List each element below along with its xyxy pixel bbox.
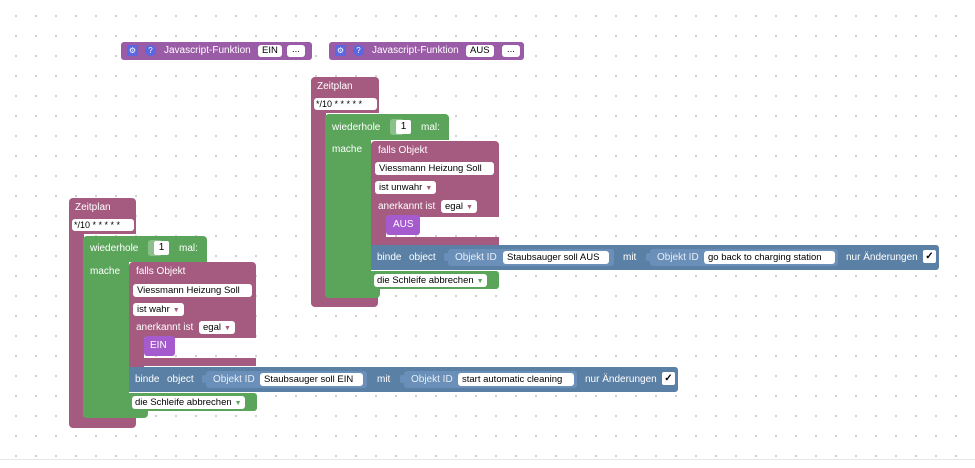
bind-object-label: object	[409, 252, 436, 263]
repeat-footer	[83, 408, 148, 418]
chevron-down-icon: ▼	[476, 278, 484, 285]
cron-field[interactable]: */10 * * * * *	[72, 219, 134, 231]
ack-label: anerkannt ist	[378, 201, 436, 212]
if-object-label: falls Objekt	[136, 266, 186, 277]
repeat-label: wiederhole	[90, 243, 139, 254]
chevron-down-icon: ▼	[234, 400, 242, 407]
repeat-times-label: mal:	[179, 243, 198, 254]
object-name-field[interactable]: Viessmann Heizung Soll	[375, 162, 494, 175]
object-id-block[interactable]: Objekt ID start automatic cleaning	[400, 371, 577, 388]
ack-value: egal	[445, 201, 463, 212]
ack-dropdown[interactable]: egal▼	[199, 321, 235, 334]
chevron-down-icon: ▼	[172, 307, 180, 314]
ack-label: anerkannt ist	[136, 322, 194, 333]
object-id-label: Objekt ID	[213, 374, 255, 385]
call-function-value: EIN	[150, 340, 167, 351]
schedule-label: Zeitplan	[317, 81, 353, 92]
repeat-times-label: mal:	[421, 122, 440, 133]
repeat-do-label: mache	[90, 266, 121, 277]
condition-dropdown[interactable]: ist wahr▼	[133, 303, 184, 316]
only-changes-label: nur Änderungen	[585, 374, 657, 385]
if-object-body[interactable]	[371, 141, 499, 217]
ack-value: egal	[203, 322, 221, 333]
call-function-block[interactable]: EIN	[144, 336, 175, 356]
call-function-block[interactable]: AUS	[386, 215, 420, 235]
function-block-ein[interactable]: ⚙ ? Javascript-Funktion EIN ...	[121, 42, 312, 60]
function-name-field[interactable]: AUS	[466, 45, 494, 57]
repeat-footer	[325, 288, 380, 298]
bind-object-field[interactable]: Staubsauger soll EIN	[260, 373, 363, 386]
only-changes-checkbox[interactable]: ✓	[923, 250, 936, 263]
function-more-button[interactable]: ...	[502, 45, 520, 57]
bind-label: binde	[135, 374, 160, 385]
function-label: Javascript-Funktion	[372, 45, 459, 56]
object-name-field[interactable]: Viessmann Heizung Soll	[133, 284, 252, 297]
chevron-down-icon: ▼	[425, 185, 433, 192]
function-name-field[interactable]: EIN	[258, 45, 282, 57]
gear-icon[interactable]: ⚙	[127, 45, 138, 56]
repeat-count-input[interactable]: 1	[396, 120, 411, 134]
condition-value: ist wahr	[137, 304, 170, 315]
object-id-block[interactable]: Objekt ID Staubsauger soll AUS	[444, 249, 614, 266]
bind-block-aus[interactable]: binde object Objekt ID Staubsauger soll …	[371, 245, 939, 270]
break-loop-block-aus[interactable]: die Schleife abbrechen▼	[371, 271, 499, 289]
gear-icon[interactable]: ⚙	[335, 45, 346, 56]
bind-target-field[interactable]: go back to charging station	[704, 251, 835, 264]
break-loop-value: die Schleife abbrechen	[135, 397, 232, 408]
repeat-count-input[interactable]: 1	[154, 241, 169, 255]
if-object-footer	[371, 237, 499, 245]
repeat-do-label: mache	[332, 144, 363, 155]
repeat-side	[83, 262, 129, 417]
bind-target-field[interactable]: start automatic cleaning	[458, 373, 574, 386]
function-more-button[interactable]: ...	[287, 45, 305, 57]
ack-dropdown[interactable]: egal▼	[441, 200, 477, 213]
repeat-header[interactable]	[83, 236, 207, 262]
condition-dropdown[interactable]: ist unwahr▼	[375, 181, 437, 194]
object-id-label: Objekt ID	[411, 374, 453, 385]
object-id-block[interactable]: Objekt ID Staubsauger soll EIN	[202, 371, 367, 388]
help-icon[interactable]: ?	[145, 45, 156, 56]
function-label: Javascript-Funktion	[164, 45, 251, 56]
break-loop-dropdown[interactable]: die Schleife abbrechen▼	[374, 274, 487, 287]
object-id-connector	[444, 253, 449, 261]
schedule-label: Zeitplan	[75, 202, 111, 213]
condition-value: ist unwahr	[379, 182, 423, 193]
bind-with-label: mit	[377, 374, 391, 385]
bind-with-label: mit	[623, 252, 637, 263]
repeat-side	[325, 140, 371, 295]
bind-label: binde	[377, 252, 402, 263]
repeat-header[interactable]	[325, 114, 449, 140]
function-block-aus[interactable]: ⚙ ? Javascript-Funktion AUS ...	[329, 42, 524, 60]
call-function-value: AUS	[393, 219, 414, 230]
break-loop-dropdown[interactable]: die Schleife abbrechen▼	[132, 396, 245, 409]
cron-field[interactable]: */10 * * * * *	[314, 98, 377, 110]
object-id-connector	[400, 375, 405, 383]
bind-block-ein[interactable]: binde object Objekt ID Staubsauger soll …	[129, 367, 678, 392]
break-loop-value: die Schleife abbrechen	[377, 275, 474, 286]
only-changes-label: nur Änderungen	[846, 252, 918, 263]
chevron-down-icon: ▼	[223, 325, 231, 332]
object-id-connector	[646, 253, 651, 261]
bind-object-field[interactable]: Staubsauger soll AUS	[503, 251, 609, 264]
break-loop-block-ein[interactable]: die Schleife abbrechen▼	[129, 393, 257, 411]
repeat-label: wiederhole	[332, 122, 381, 133]
schedule-side	[311, 113, 326, 300]
object-id-label: Objekt ID	[657, 252, 699, 263]
chevron-down-icon: ▼	[465, 204, 473, 211]
help-icon[interactable]: ?	[353, 45, 364, 56]
object-id-label: Objekt ID	[455, 252, 497, 263]
if-object-label: falls Objekt	[378, 145, 428, 156]
bind-object-label: object	[167, 374, 194, 385]
schedule-side	[69, 234, 84, 422]
object-id-connector	[202, 375, 207, 383]
workspace-edge	[0, 459, 975, 460]
if-object-footer	[129, 358, 256, 366]
object-id-block[interactable]: Objekt ID go back to charging station	[646, 249, 838, 266]
only-changes-checkbox[interactable]: ✓	[662, 372, 675, 385]
